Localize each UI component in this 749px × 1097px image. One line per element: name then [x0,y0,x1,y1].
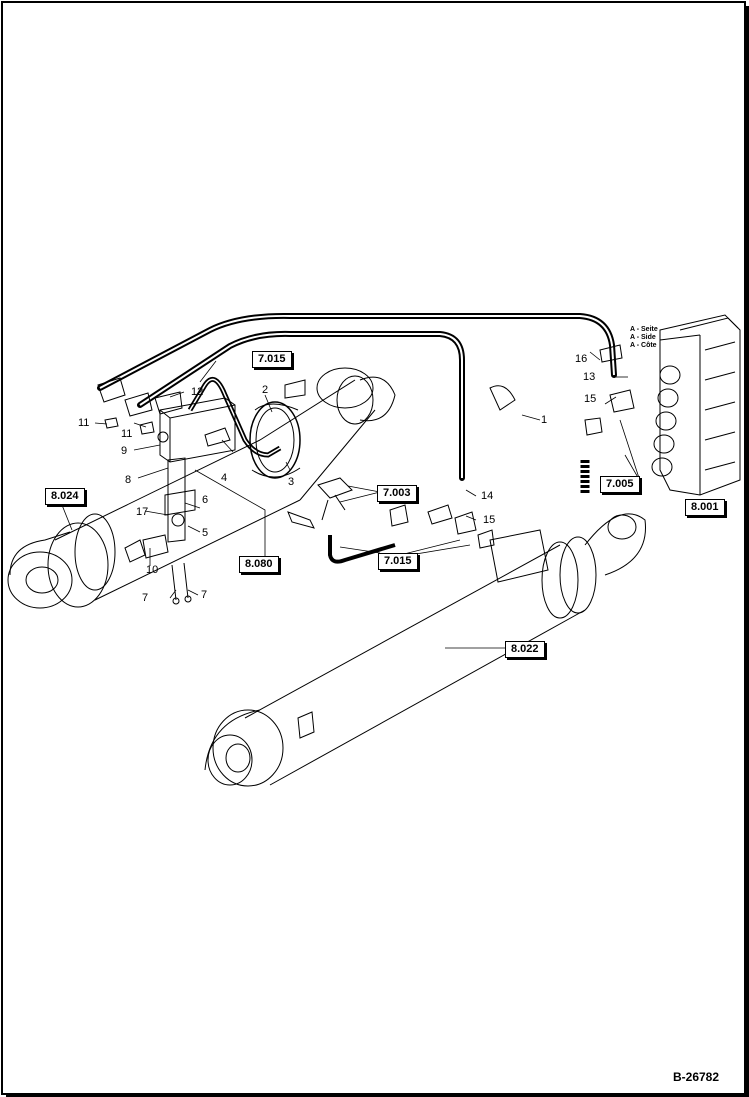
item-number-17: 17 [136,506,149,518]
item-number-10: 10 [146,564,159,576]
item-number-7-right: 7 [201,589,208,601]
ref-box-7003[interactable]: 7.003 [377,485,417,502]
item-number-7-left: 7 [142,592,149,604]
ref-box-7005[interactable]: 7.005 [600,476,640,493]
hose-lines [97,312,617,564]
ref-box-7015-lower[interactable]: 7.015 [378,553,418,570]
view-legend: A - Seite A - Side A - Côte [630,326,658,350]
item-number-3: 3 [288,476,295,488]
ref-box-8080[interactable]: 8.080 [239,556,279,573]
item-number-11-right: 11 [121,428,133,440]
right-cylinder [204,513,646,787]
frame-shadow-bottom [6,1094,749,1097]
ref-box-8024[interactable]: 8.024 [45,488,85,505]
legend-line-de: A - Seite [630,326,658,333]
item-number-15-center: 15 [483,514,496,526]
item-number-1: 1 [541,414,548,426]
item-number-15-right: 15 [584,393,597,405]
item-number-4: 4 [221,472,228,484]
ref-box-7015-upper[interactable]: 7.015 [252,351,292,368]
item-number-16: 16 [575,353,588,365]
item-number-14: 14 [481,490,494,502]
legend-line-fr: A - Côte [630,342,657,349]
item-number-5: 5 [202,527,209,539]
ref-box-8022[interactable]: 8.022 [505,641,545,658]
item-number-6: 6 [202,494,209,506]
valve-block [97,377,306,605]
control-valve-bank [584,314,741,496]
item-number-8: 8 [125,474,132,486]
item-number-2: 2 [262,384,269,396]
figure-id: B-26782 [673,1070,720,1084]
legend-line-en: A - Side [630,334,656,341]
item-number-11-left: 11 [78,417,90,429]
item-number-12: 12 [191,386,204,398]
ref-box-8001[interactable]: 8.001 [685,499,725,516]
item-number-13: 13 [583,371,596,383]
frame-shadow-right [746,6,749,1097]
item-number-9: 9 [121,445,128,457]
hose-clamp [249,401,301,479]
tee-fittings [287,385,516,549]
left-cylinder [7,367,396,609]
